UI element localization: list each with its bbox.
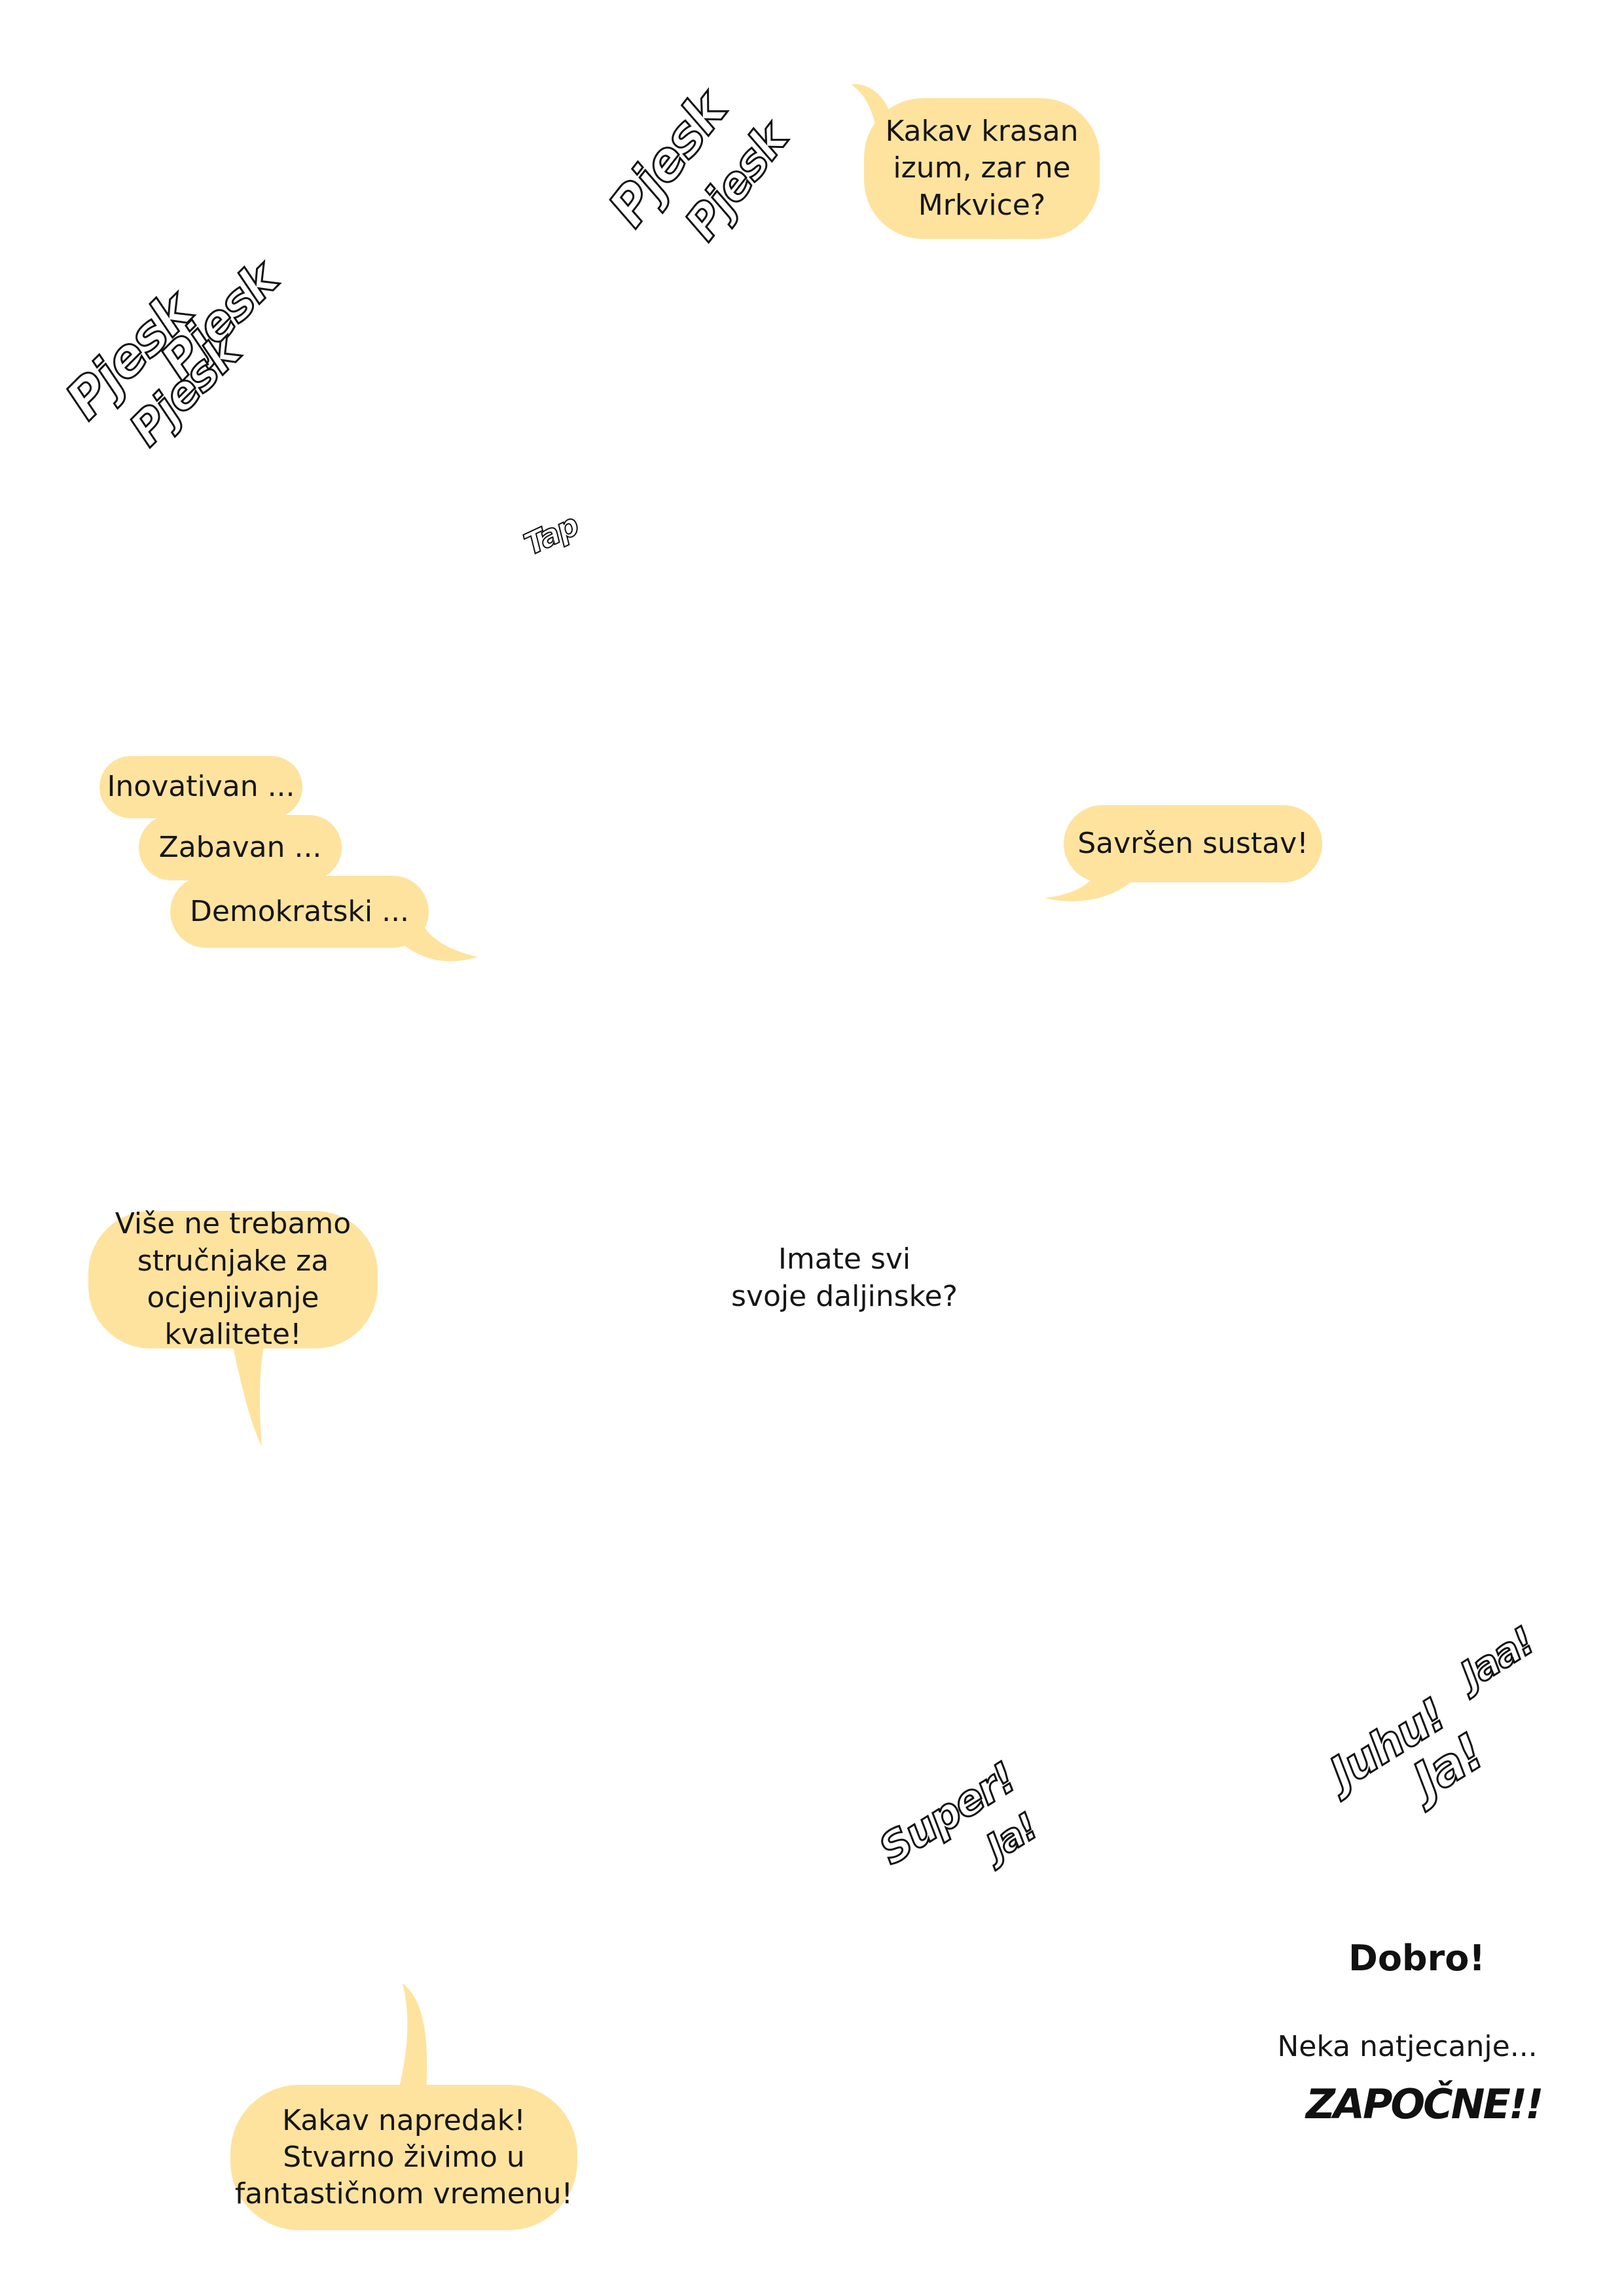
speech-bubble-tail [396, 1983, 427, 2101]
bubble-text: Demokratski ... [189, 894, 410, 928]
speech-bubble-tail [229, 1329, 268, 1447]
speech-bubble-perfect-system: Savršen sustav! [1064, 805, 1322, 882]
speech-bubble-nice-invention: Kakav krasan izum, zar ne Mrkvice? [864, 98, 1100, 239]
bubble-text: Inovativan ... [107, 770, 295, 804]
bubble-text: Savršen sustav! [1077, 826, 1308, 860]
bubble-text: Zabavan ... [158, 830, 322, 864]
speech-bubble-no-experts: Više ne trebamo stručnjake za ocjenjivan… [88, 1207, 378, 1351]
bubble-text: Kakav napredak! Stvarno živimo u fantast… [234, 2103, 573, 2211]
caption-begin: ZAPOČNE!! [1306, 2080, 1543, 2128]
bubble-text: Kakav krasan izum, zar ne Mrkvice? [885, 115, 1079, 222]
caption-let-competition: Neka natjecanje... [1277, 2030, 1538, 2063]
caption-good: Dobro! [1348, 1938, 1485, 1979]
sfx-tap: Tap [518, 507, 584, 563]
speech-bubble-progress: Kakav napredak! Stvarno živimo u fantast… [230, 2085, 577, 2230]
bubble-text: Više ne trebamo stručnjake za ocjenjivan… [115, 1207, 352, 1352]
speech-bubble-fun: Zabavan ... [139, 815, 342, 880]
caption-remotes: Imate svi svoje daljinske? [731, 1242, 958, 1314]
speech-bubble-innovative: Inovativan ... [99, 756, 302, 818]
speech-bubble-democratic: Demokratski ... [170, 876, 429, 948]
sfx-cheer-jaa: Jaa! [1451, 1617, 1542, 1698]
